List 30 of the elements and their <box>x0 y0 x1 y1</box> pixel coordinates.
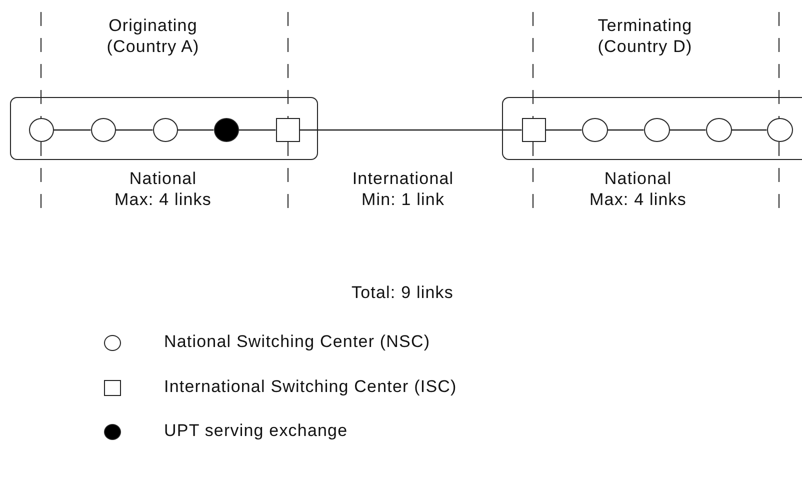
segment-label: International Min: 1 link <box>351 168 455 210</box>
link-line <box>238 129 276 131</box>
link-line <box>54 129 91 131</box>
switching-center-circle <box>706 118 732 142</box>
link-line <box>116 129 153 131</box>
country-network-band <box>502 97 802 160</box>
link-line <box>546 129 582 131</box>
country-network-band <box>10 97 318 160</box>
switching-center-circle <box>644 118 670 142</box>
segment-label: National Max: 4 links <box>114 168 212 210</box>
legend-text: National Switching Center (NSC) <box>164 331 430 352</box>
link-line <box>300 129 522 131</box>
region-heading: Originating (Country A) <box>106 15 200 57</box>
switching-center-circle <box>152 118 178 142</box>
switching-center-circle <box>582 118 608 142</box>
segment-label: National Max: 4 links <box>588 168 688 210</box>
switching-center-circle <box>90 118 116 142</box>
link-line <box>608 129 644 131</box>
serving-exchange-dot <box>214 118 239 142</box>
switching-center-square <box>522 118 546 142</box>
region-heading: Terminating (Country D) <box>596 15 694 57</box>
switching-center-circle <box>766 118 793 142</box>
legend-text: International Switching Center (ISC) <box>164 376 457 397</box>
switching-center-circle <box>28 118 54 142</box>
link-line <box>732 129 767 131</box>
link-line <box>178 129 214 131</box>
total-note: Total: 9 links <box>350 282 454 303</box>
link-line <box>670 129 706 131</box>
switching-center-square <box>276 118 300 142</box>
legend-text: UPT serving exchange <box>164 420 348 441</box>
